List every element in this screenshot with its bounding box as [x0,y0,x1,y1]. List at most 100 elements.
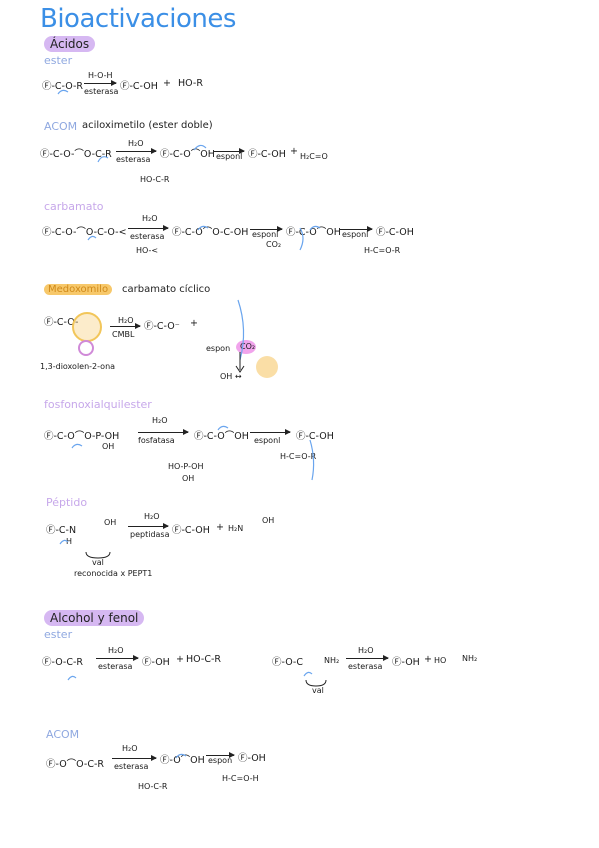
page-title: Bioactivaciones [40,4,236,34]
section-header-alcohol: Alcohol y fenol [44,610,145,626]
reaction-arrow [110,323,141,329]
reaction-arrow [96,655,139,661]
fosfonoxi-side: HO-P-OH [168,462,204,471]
carbamato-step3: esponl [342,230,369,239]
medoxomilo-subtitle: carbamato cíclico [122,284,211,295]
peptido-h: H [66,537,73,546]
reaction-arrow [128,523,169,529]
acid-ester-byproduct: HO-R [178,78,203,89]
val-ester-product: Ⓕ-OH [392,657,420,668]
medoxomilo-step: espon [206,344,231,353]
alcohol-ester-label: ester [44,628,73,641]
carbamato-enzyme: esterasa [130,232,165,241]
reaction-arrow [250,429,291,435]
alcohol-ester-byproduct: HO-C-R [186,654,221,665]
carbamato-reagent: H₂O [142,214,158,223]
plus-sign: + [190,318,198,329]
peptido-reagent: H₂O [144,512,160,521]
acom-subtitle: aciloximetilo (ester doble) [82,120,213,131]
alcohol-acom-label: ACOM [46,728,80,741]
fosfonoxi-side-oh: OH [182,474,195,483]
reaction-arrow [112,755,157,761]
val-ester-byproduct: HO [434,656,447,665]
alcohol-acom-product: Ⓕ-OH [238,753,266,764]
val-ester-val: val [312,686,324,695]
carbamato-start: Ⓕ-C-O-⌒O-C-O-< [42,227,127,238]
medoxomilo-co2: CO₂ [240,342,256,351]
peptido-byproduct-oh: OH [262,516,275,525]
carbamato-step2: esponl [252,230,279,239]
plus-sign: + [216,522,224,533]
fosfonoxi-start: Ⓕ-C-O⌒O-P-OH [44,431,120,442]
alcohol-ester-reagent: H₂O [108,646,124,655]
fosfonoxi-enzyme: fosfatasa [138,436,175,445]
alcohol-acom-start: Ⓕ-O⌒O-C-R [46,759,105,770]
section-header-acidos: Ácidos [44,36,96,52]
acom-step2: esponl [216,152,243,161]
peptido-val: val [92,558,104,567]
alcohol-acom-enzyme: esterasa [114,762,149,771]
acom-byproduct: H₂C=O [300,152,328,161]
acid-ester-product: Ⓕ-C-OH [120,81,158,92]
alcohol-acom-side: HO-C-R [138,782,168,791]
co2-highlight [236,340,256,354]
peptido-enzyme: peptidasa [130,530,170,539]
fosfonoxi-start-oh: OH [102,442,115,451]
acid-ester-enzyme: esterasa [84,87,119,96]
peptido-product: Ⓕ-C-OH [172,525,210,536]
peptido-note: reconocida x PEPT1 [74,569,153,578]
carbamato-side3: H-C=O-R [364,246,401,255]
val-ester-nh2: NH₂ [324,656,340,665]
alcohol-acom-intermediate: Ⓕ-O⌒OH [160,755,205,766]
fosfonoxi-step2: esponl [254,436,281,445]
peptido-label: Péptido [46,496,88,509]
fosfonoxi-reagent: H₂O [152,416,168,425]
medoxomilo-label: Medoxomilo [44,284,113,295]
acom-reagent: H₂O [128,139,144,148]
medoxomilo-start: Ⓕ-C-O- [44,317,79,328]
reaction-arrow [138,429,189,435]
carbamato-co2: CO₂ [266,240,282,249]
plus-sign: + [424,654,432,665]
alcohol-acom-reagent: H₂O [122,744,138,753]
fosfonoxi-label: fosfonoxialquilester [44,398,152,411]
fosfonoxi-side2: H-C=O-R [280,452,317,461]
carbonyl-oxygen-circle [78,340,94,356]
val-ester-reagent: H₂O [358,646,374,655]
reaction-arrow [116,148,157,154]
carbamato-product: Ⓕ-C-OH [376,227,414,238]
val-ester-start: Ⓕ-O-C [272,657,303,668]
acid-ester-start: Ⓕ-C-O-R [42,81,84,92]
diketone-highlight [256,356,278,378]
reaction-arrow [214,148,245,154]
reaction-arrow [346,655,389,661]
acom-side-product: HO-C-R [140,175,170,184]
alcohol-ester-start: Ⓕ-O-C-R [42,657,84,668]
medoxomilo-product2: OH ↔ [220,372,242,381]
acom-label: ACOM [44,120,78,133]
plus-sign: + [290,146,298,157]
alcohol-ester-enzyme: esterasa [98,662,133,671]
ring-name: 1,3-dioxolen-2-ona [40,362,116,371]
carbamato-intermediate1: Ⓕ-C-O⌒O-C-OH [172,227,249,238]
acid-ester-reagent: H-O-H [88,71,113,80]
reaction-arrow [128,225,169,231]
alcohol-ester-product: Ⓕ-OH [142,657,170,668]
plus-sign: + [176,654,184,665]
fosfonoxi-product: Ⓕ-C-OH [296,431,334,442]
acom-start: Ⓕ-C-O-⌒O-C-R [40,149,112,160]
reaction-arrow [206,752,235,758]
carbamato-side: HO-< [136,246,159,255]
val-ester-enzyme: esterasa [348,662,383,671]
reaction-arrow [84,80,117,86]
carbamato-label: carbamato [44,200,104,213]
peptido-byproduct: H₂N [228,524,244,533]
fosfonoxi-intermediate: Ⓕ-C-O⌒OH [194,431,249,442]
acom-enzyme: esterasa [116,155,151,164]
acom-intermediate: Ⓕ-C-O⌒OH [160,149,215,160]
medoxomilo-product: Ⓕ-C-O⁻ [144,321,180,332]
val-ester-byproduct-nh2: NH₂ [462,654,478,663]
acom-product: Ⓕ-C-OH [248,149,286,160]
alcohol-acom-step2: espon [208,756,233,765]
